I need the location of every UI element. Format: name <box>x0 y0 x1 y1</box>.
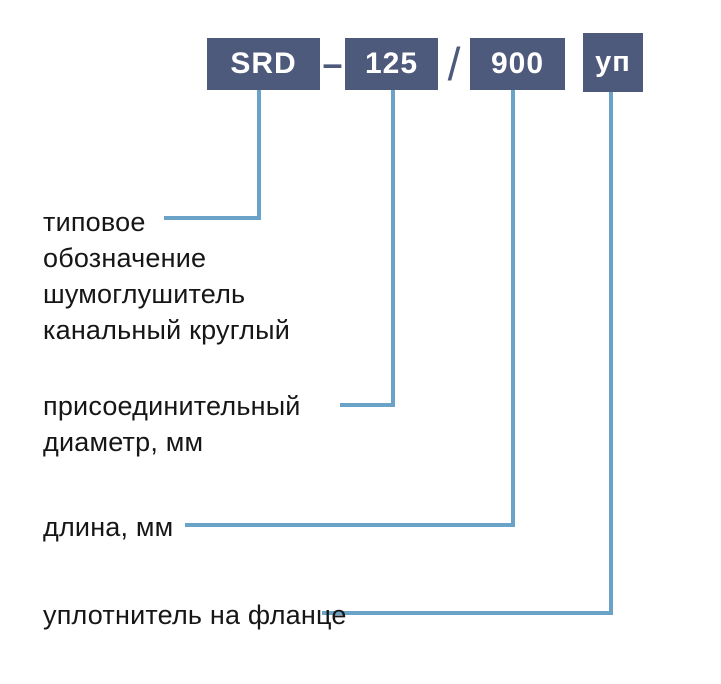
connector-line-length <box>185 90 515 527</box>
callout-length-label: длина, мм <box>43 512 174 542</box>
separator-dash: – <box>322 43 343 84</box>
code-box-seal: уп <box>583 33 643 92</box>
code-box-length: 900 <box>470 38 565 90</box>
callout-series-label: типовое обозначение шумоглушитель каналь… <box>43 207 290 345</box>
separator-slash: / <box>447 38 461 90</box>
connector-line-series <box>164 90 261 220</box>
callout-diameter-label: присоединительный диаметр, мм <box>43 391 301 457</box>
connector-line-diameter <box>340 90 395 407</box>
callout-seal-label: уплотнитель на фланце <box>43 600 347 630</box>
code-box-diameter: 125 <box>345 38 438 90</box>
connector-line-seal <box>322 92 613 615</box>
code-box-series: SRD <box>207 38 320 90</box>
